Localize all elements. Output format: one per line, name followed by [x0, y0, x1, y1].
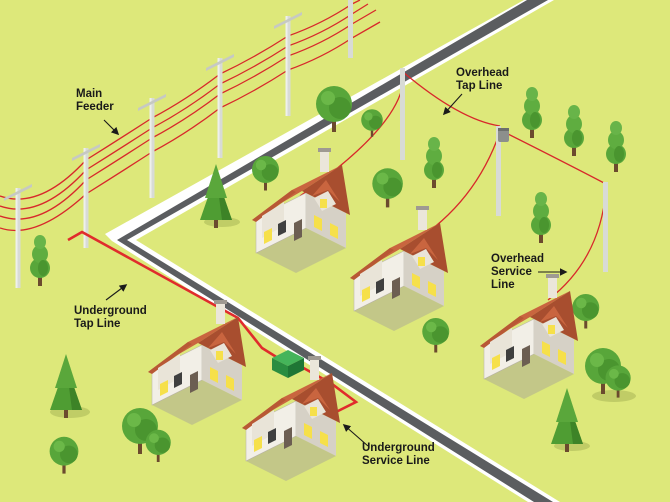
pole-transformer-icon [498, 128, 509, 142]
label-arrows [103, 93, 568, 447]
arrow-icon [442, 93, 463, 116]
label-underground-service-line: Underground Service Line [362, 442, 435, 467]
overhead-tap-poles [400, 68, 608, 272]
arrow-icon [342, 423, 369, 447]
label-overhead-service-line: Overhead Service Line [491, 253, 545, 291]
pad-transformer-icon [272, 350, 304, 378]
main-feeder-poles [4, 0, 353, 288]
label-overhead-tap-line: Overhead Tap Line [456, 67, 510, 92]
label-underground-tap-line: Underground Tap Line [74, 305, 147, 330]
label-main-feeder: Main Feeder [76, 88, 114, 113]
main-feeder-lines [0, 0, 381, 232]
arrow-icon [105, 284, 128, 301]
arrow-icon [103, 119, 120, 136]
